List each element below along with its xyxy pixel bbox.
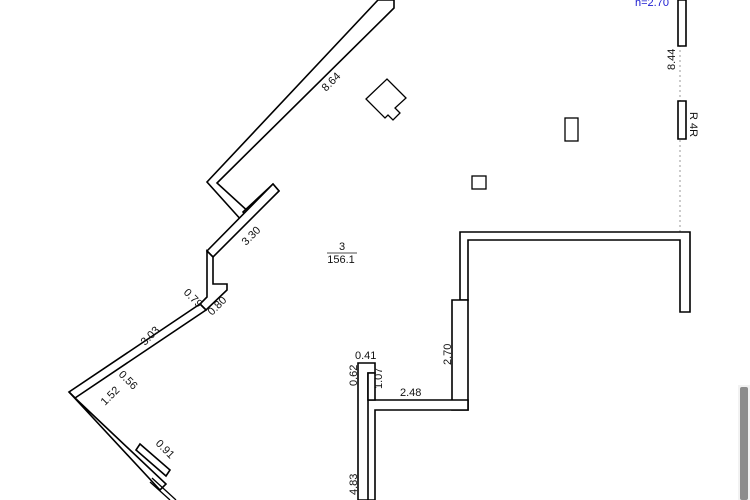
wall-diagonal-top [205, 0, 395, 224]
wall-step-vertical [451, 299, 469, 411]
dim-1-07: 1.07 [373, 368, 385, 389]
room-area: 156.1 [327, 254, 355, 266]
wall-niche [198, 249, 228, 312]
wall-right-block [459, 231, 691, 313]
dim-2-48: 2.48 [400, 387, 421, 399]
marker-diamond [365, 78, 407, 121]
wall-column-inner [367, 372, 376, 401]
dim-8-44: 8.44 [666, 49, 678, 70]
room-number: 3 [339, 241, 345, 253]
dim-3-30: 3.30 [240, 224, 264, 248]
height-label: h=2.70 [635, 0, 669, 9]
dim-1-52: 1.52 [99, 384, 123, 408]
wall-right-mid [677, 100, 687, 140]
door-line-2 [149, 481, 171, 500]
marker-rect-right [564, 117, 579, 142]
wall-right-top [677, 0, 687, 47]
wall-bottom-left [68, 391, 168, 492]
wall-niche-091 [134, 442, 172, 478]
marker-square [471, 175, 487, 190]
scrollbar-thumb[interactable] [740, 387, 748, 500]
dim-0-41: 0.41 [355, 350, 376, 362]
wall-step-horizontal [364, 399, 469, 500]
dim-r-4r: R 4R [687, 112, 699, 137]
dim-2-70: 2.70 [442, 344, 454, 365]
door-line [151, 477, 177, 500]
dim-0-56: 0.56 [116, 369, 140, 393]
dim-0-62: 0.62 [348, 365, 360, 386]
dim-4-83: 4.83 [348, 474, 360, 495]
